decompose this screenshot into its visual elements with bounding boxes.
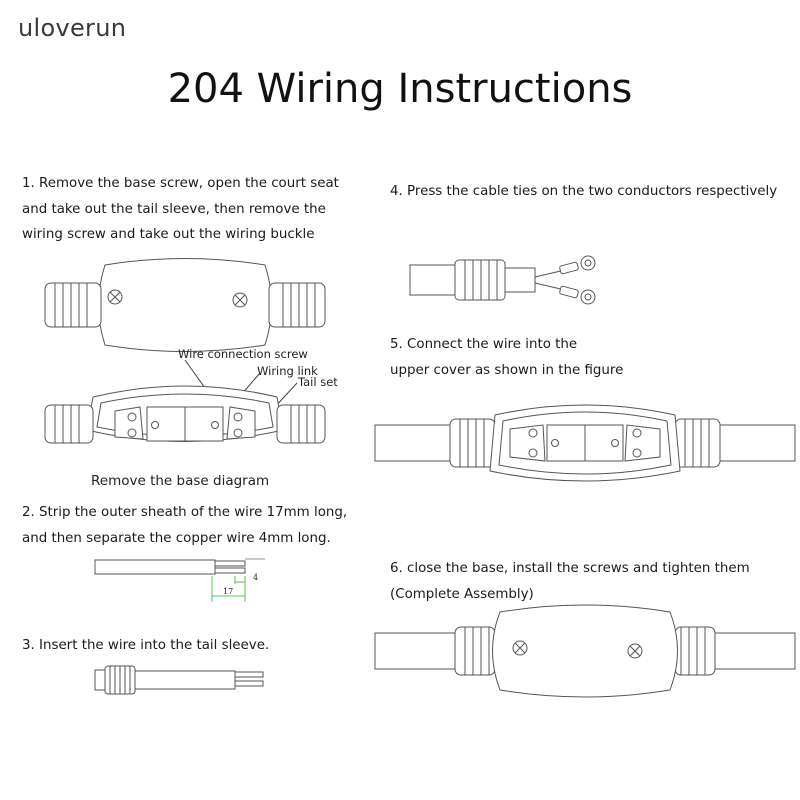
step-3: 3. Insert the wire into the tail sleeve. xyxy=(22,633,269,659)
tail-sleeve-right xyxy=(674,626,716,676)
step-5-line: upper cover as shown in the figure xyxy=(390,362,624,378)
step-1: 1. Remove the base screw, open the court… xyxy=(22,171,339,248)
step-6-line: (Complete Assembly) xyxy=(390,586,534,602)
wire-end xyxy=(504,267,536,293)
wire-left xyxy=(374,424,451,462)
step-6-line: 6. close the base, install the screws an… xyxy=(390,561,750,576)
tail-sleeve-left xyxy=(449,418,496,468)
dimension-sheath-label: 17 xyxy=(223,587,233,596)
tail-sleeve-left xyxy=(454,626,496,676)
step-5: 5. Connect the wire into the upper cover… xyxy=(390,332,623,383)
crimped-wire-figure xyxy=(409,255,596,305)
step-3-line: 3. Insert the wire into the tail sleeve. xyxy=(22,638,270,653)
wire-connection-screw xyxy=(528,428,642,458)
step-5-line: 5. Connect the wire into the xyxy=(390,337,578,352)
step-1-line: wiring screw and take out the wiring buc… xyxy=(22,227,315,242)
conductor-bottom xyxy=(214,567,246,574)
step-1-line: and take out the tail sleeve, then remov… xyxy=(22,201,326,217)
step-2-line: and then separate the copper wire 4mm lo… xyxy=(22,530,331,546)
callout-tail-set: Tail set xyxy=(298,375,338,389)
wiring-link-right xyxy=(624,424,661,462)
base-screw-left xyxy=(107,289,123,305)
step-2: 2. Strip the outer sheath of the wire 17… xyxy=(22,500,347,551)
wire-connection-screw xyxy=(127,412,243,438)
figure-1-caption: Remove the base diagram xyxy=(91,473,270,489)
step-6: 6. close the base, install the screws an… xyxy=(390,556,750,607)
base-screw-right xyxy=(232,292,248,308)
page-title: 204 Wiring Instructions xyxy=(167,66,633,112)
tail-sleeve-left xyxy=(44,282,102,328)
ring-terminal-top xyxy=(559,255,596,275)
conductor-bottom xyxy=(534,282,566,291)
conductor-top xyxy=(234,671,264,678)
base-screw-right xyxy=(627,643,643,659)
base-screw-left xyxy=(512,640,528,656)
wiring-link-left xyxy=(509,424,546,462)
callout-wire-connection-screw: Wire connection screw xyxy=(178,347,308,361)
connector-closed-figure xyxy=(44,258,326,352)
wire-in-sleeve-figure xyxy=(94,665,264,695)
wire-sheath xyxy=(409,264,456,296)
connector-body xyxy=(98,258,272,352)
tail-sleeve-left xyxy=(44,404,94,444)
ring-terminal-bottom xyxy=(559,285,596,305)
step-2-line: 2. Strip the outer sheath of the wire 17… xyxy=(22,505,348,520)
wire-sheath xyxy=(134,670,236,690)
connector-body xyxy=(492,604,678,698)
conductor-bottom xyxy=(234,680,264,687)
conductor-top xyxy=(534,269,566,278)
tail-sleeve-right xyxy=(674,418,721,468)
stripped-wire-figure: 4 17 xyxy=(94,558,265,602)
conductor-top xyxy=(214,560,246,567)
tail-sleeve-right xyxy=(276,404,326,444)
wire-right xyxy=(714,632,796,670)
wire-left xyxy=(374,632,456,670)
step-4-line: 4. Press the cable ties on the two condu… xyxy=(390,184,778,199)
complete-assembly-figure xyxy=(374,604,796,698)
tail-sleeve-right xyxy=(268,282,326,328)
step-4: 4. Press the cable ties on the two condu… xyxy=(390,179,777,205)
dimension-copper-label: 4 xyxy=(253,573,258,582)
wired-connector-figure xyxy=(374,404,796,482)
wire-right xyxy=(719,424,796,462)
step-1-line: 1. Remove the base screw, open the court… xyxy=(22,176,339,191)
callout-wiring-link: Wiring link xyxy=(257,364,318,378)
base-diagram-figure xyxy=(44,359,326,444)
wire-sheath xyxy=(94,559,216,575)
brand-logo: uloverun xyxy=(18,14,127,42)
